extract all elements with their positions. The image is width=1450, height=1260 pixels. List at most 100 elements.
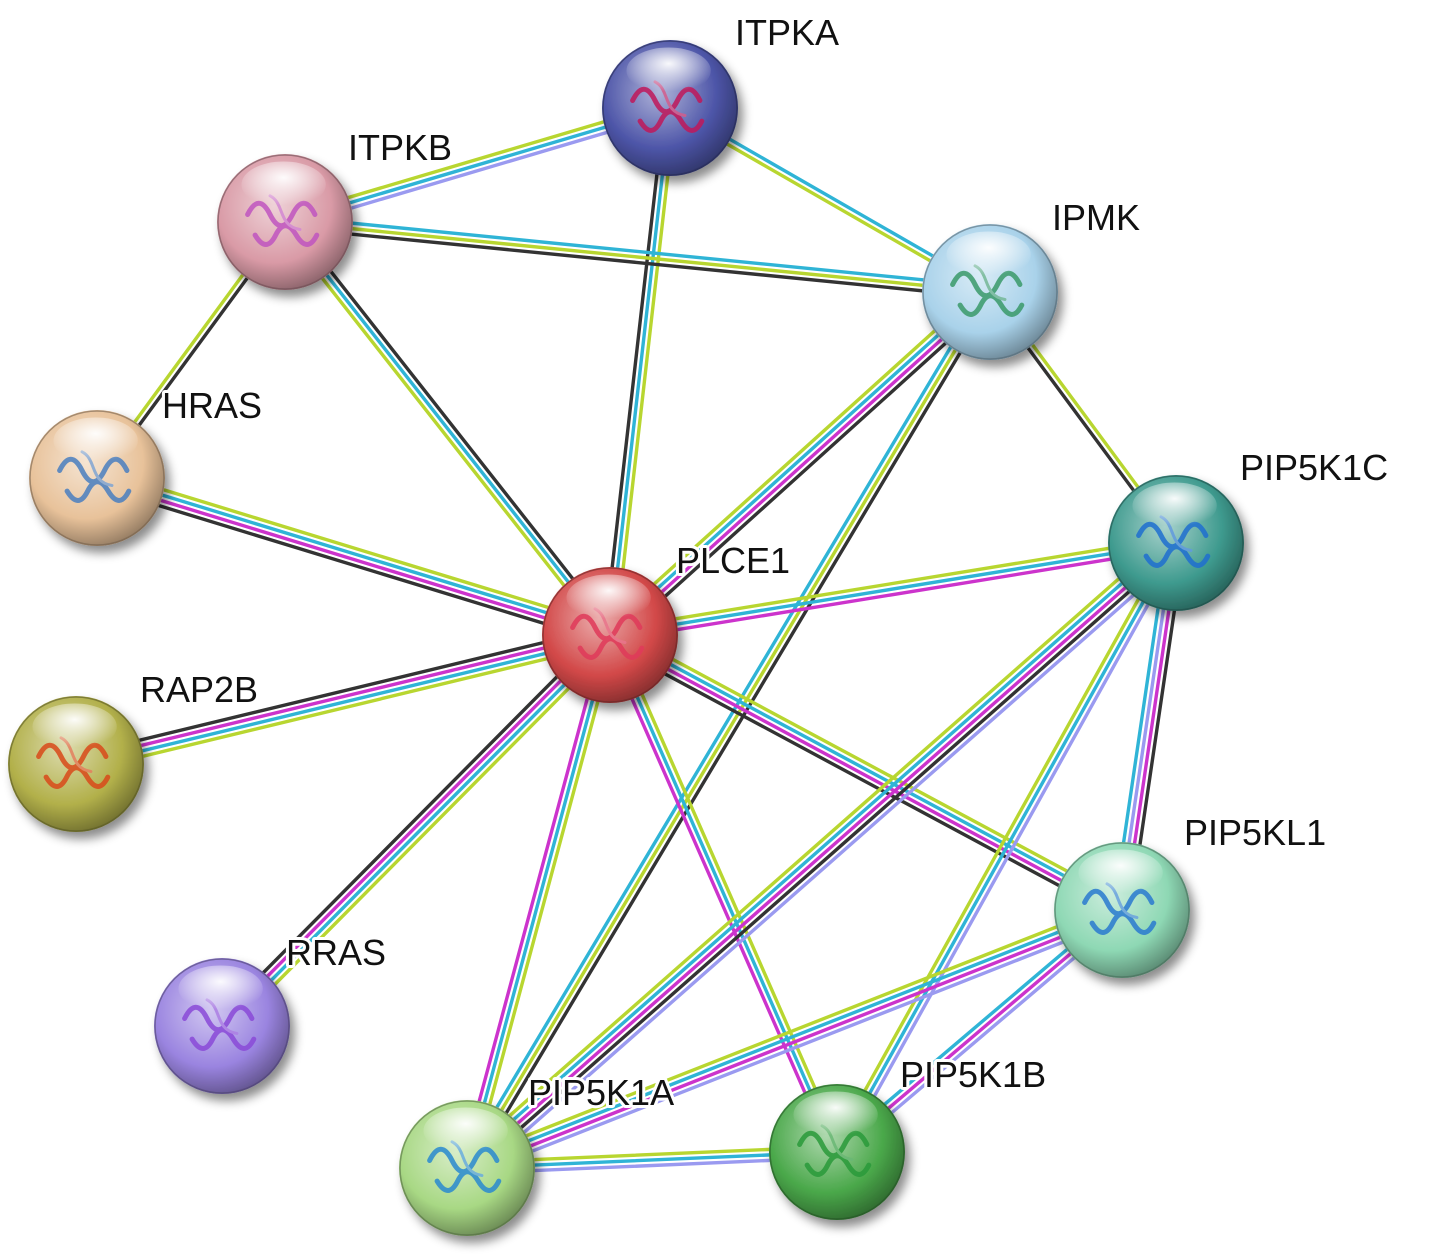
edge-strand <box>470 634 618 1172</box>
edge-strand <box>602 284 987 631</box>
node-label-rras: RRAS <box>286 932 386 973</box>
sphere-rim <box>769 1084 905 1220</box>
edge-pip5k1a-plce1[interactable] <box>459 631 618 1172</box>
edge-strand <box>606 288 990 635</box>
edge-strand <box>464 905 1123 1168</box>
sphere-highlight <box>793 1091 878 1138</box>
node-label-ipmk: IPMK <box>1052 197 1140 238</box>
edge-strand <box>606 635 1123 915</box>
sphere-rim <box>217 154 353 290</box>
edge-strand <box>835 541 1178 1154</box>
edge-strand <box>465 541 1178 1170</box>
sphere-rim <box>1054 842 1190 978</box>
sphere-highlight <box>946 231 1031 278</box>
edge-itpkb-plce1[interactable] <box>278 216 617 641</box>
node-pip5k1a[interactable] <box>399 1100 535 1236</box>
edge-ipmk-plce1[interactable] <box>602 284 998 643</box>
node-rras[interactable] <box>154 958 290 1094</box>
edge-itpkb-ipmk[interactable] <box>282 214 993 300</box>
edge-strand <box>609 546 1179 643</box>
edge-pip5k1c-pip5k1a[interactable] <box>458 533 1185 1178</box>
node-label-rap2b: RAP2B <box>140 669 258 710</box>
edge-strand <box>459 631 607 1169</box>
edge-strand <box>612 626 1128 905</box>
sphere-rim <box>154 958 290 1094</box>
edge-strand <box>287 216 617 634</box>
edge-pip5kl1-plce1[interactable] <box>604 626 1128 919</box>
node-hras[interactable] <box>29 410 165 546</box>
edge-strand <box>278 223 608 641</box>
edge-strand <box>74 635 613 769</box>
sphere-rim <box>922 224 1058 360</box>
edge-hras-plce1[interactable] <box>92 468 615 645</box>
edge-strand <box>470 293 997 1173</box>
edge-strand <box>282 225 992 300</box>
edge-strand <box>609 630 1126 910</box>
edge-strand <box>226 639 618 1034</box>
edge-strand <box>604 640 1120 919</box>
edge-strand <box>214 627 606 1022</box>
node-pip5k1c[interactable] <box>1108 475 1244 611</box>
edge-pip5k1c-pip5k1b[interactable] <box>830 538 1183 1157</box>
sphere-highlight <box>566 574 651 621</box>
edge-pip5kl1-pip5k1a[interactable] <box>462 900 1127 1178</box>
edge-strand <box>94 478 611 640</box>
edge-strand <box>466 910 1125 1173</box>
node-label-hras: HRAS <box>162 385 262 426</box>
node-label-pip5k1b: PIP5K1B <box>900 1054 1046 1095</box>
sphere-highlight <box>32 703 117 750</box>
node-layer <box>8 40 1244 1236</box>
sphere-highlight <box>1078 849 1163 896</box>
edge-strand <box>613 631 844 1152</box>
edge-strand <box>222 635 614 1030</box>
node-label-pip5k1c: PIP5K1C <box>1240 447 1388 488</box>
edge-strand <box>283 220 992 294</box>
label-layer: ITPKA ITPKB IPMK HRAS PIP5K1C PLCE1 RAP2… <box>137 9 1391 1116</box>
edge-pip5k1b-plce1[interactable] <box>603 631 844 1156</box>
edge-itpka-plce1[interactable] <box>602 105 678 638</box>
edge-strand <box>830 538 1173 1152</box>
edge-strand <box>468 545 1182 1174</box>
edge-strand <box>840 543 1183 1157</box>
node-pip5kl1[interactable] <box>1054 842 1190 978</box>
edge-strand <box>603 635 834 1156</box>
edge-strand <box>613 106 678 638</box>
edge-strand <box>97 468 615 629</box>
edge-strand <box>92 484 610 645</box>
edge-strand <box>283 220 612 637</box>
edge-strand <box>472 549 1185 1178</box>
sphere-highlight <box>1132 482 1217 529</box>
edge-ipmk-pip5k1a[interactable] <box>460 287 997 1173</box>
node-itpka[interactable] <box>602 40 738 176</box>
edge-pip5k1c-plce1[interactable] <box>607 535 1179 643</box>
sphere-rim <box>29 410 165 546</box>
node-label-pip5kl1: PIP5KL1 <box>1184 812 1326 853</box>
edge-strand <box>468 915 1127 1178</box>
sphere-rim <box>542 567 678 703</box>
edge-rras-plce1[interactable] <box>214 627 618 1034</box>
edge-strand <box>458 533 1171 1162</box>
edge-rap2b-plce1[interactable] <box>72 625 614 774</box>
edge-strand <box>608 541 1178 637</box>
node-label-itpka: ITPKA <box>735 12 839 53</box>
sphere-highlight <box>53 417 138 464</box>
edge-strand <box>96 473 613 635</box>
edge-strand <box>602 105 667 637</box>
edge-strand <box>465 633 612 1170</box>
node-plce1[interactable] <box>542 567 678 703</box>
node-label-plce1: PLCE1 <box>676 540 790 581</box>
sphere-rim <box>1108 475 1244 611</box>
edge-strand <box>608 633 839 1154</box>
node-ipmk[interactable] <box>922 224 1058 360</box>
edge-strand <box>465 290 992 1170</box>
edge-strand <box>608 106 672 637</box>
edge-strand <box>76 641 614 774</box>
edge-strand <box>460 287 987 1167</box>
node-label-itpkb: ITPKB <box>348 127 452 168</box>
node-rap2b[interactable] <box>8 696 144 832</box>
node-label-pip5k1a: PIP5K1A <box>528 1072 674 1113</box>
node-pip5k1b[interactable] <box>769 1084 905 1220</box>
sphere-rim <box>399 1100 535 1236</box>
node-itpkb[interactable] <box>217 154 353 290</box>
